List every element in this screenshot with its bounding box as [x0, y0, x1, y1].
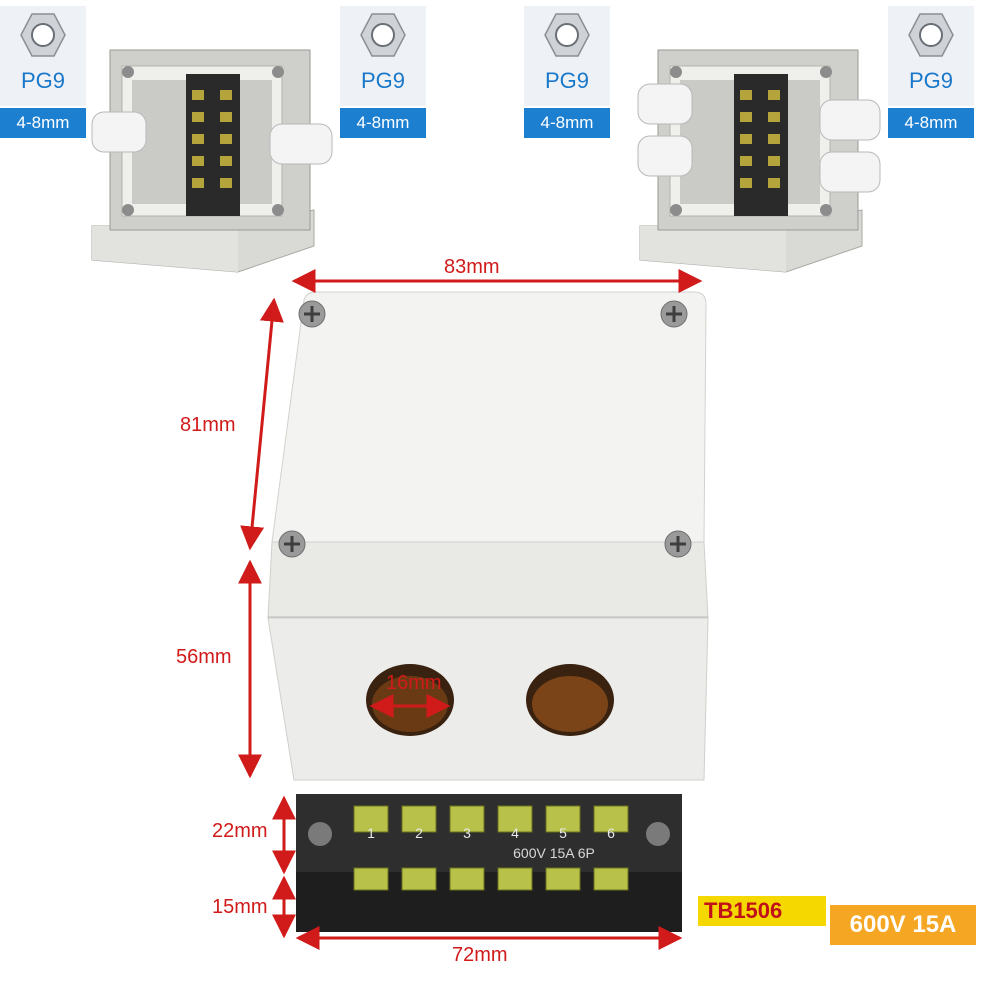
- hex-nut-icon: [908, 13, 954, 57]
- enclosure-two-gland-photo: [91, 49, 333, 273]
- cable-range-label: 4-8mm: [524, 108, 610, 138]
- terminal-position-number: 4: [511, 825, 519, 841]
- terminal-position-number: 6: [607, 825, 615, 841]
- dimension-terminal-length-label: 72mm: [452, 944, 508, 966]
- terminal-position-number: 3: [463, 825, 471, 841]
- dimension-terminal-height-label: 22mm: [212, 820, 268, 842]
- hex-nut-icon: [20, 13, 66, 57]
- gland-size-label: PG9: [360, 68, 406, 93]
- cable-range-label: 4-8mm: [888, 108, 974, 138]
- dimension-height-label: 56mm: [176, 646, 232, 668]
- gland-spec-card-4: PG9 4-8mm: [888, 6, 974, 138]
- gland-size-label: PG9: [544, 68, 590, 93]
- hex-nut-icon: [360, 13, 406, 57]
- cable-range-label: 4-8mm: [0, 108, 86, 138]
- dimension-width-label: 83mm: [444, 256, 500, 278]
- terminal-block-photo: 1 2 3 4 5 6 600V 15A 6P: [296, 794, 682, 932]
- gland-spec-card-3: PG9 4-8mm: [524, 6, 610, 138]
- gland-size-label: PG9: [908, 68, 954, 93]
- terminal-printed-rating: 600V 15A 6P: [513, 845, 595, 861]
- dimension-lid-label: 81mm: [180, 414, 236, 436]
- hex-nut-icon: [544, 13, 590, 57]
- terminal-position-number: 2: [415, 825, 423, 841]
- terminal-position-number: 1: [367, 825, 375, 841]
- gland-spec-card-1: PG9 4-8mm: [0, 6, 86, 138]
- cable-range-label: 4-8mm: [340, 108, 426, 138]
- dimension-terminal-base-label: 15mm: [212, 896, 268, 918]
- terminal-position-number: 5: [559, 825, 567, 841]
- enclosure-main-photo: [267, 291, 709, 781]
- enclosure-four-gland-photo: [637, 49, 881, 273]
- gland-size-label: PG9: [20, 68, 66, 93]
- dimension-hole-label: 16mm: [386, 672, 442, 694]
- model-badge: TB1506: [698, 896, 826, 926]
- gland-spec-card-2: PG9 4-8mm: [340, 6, 426, 138]
- rating-badge: 600V 15A: [830, 905, 976, 945]
